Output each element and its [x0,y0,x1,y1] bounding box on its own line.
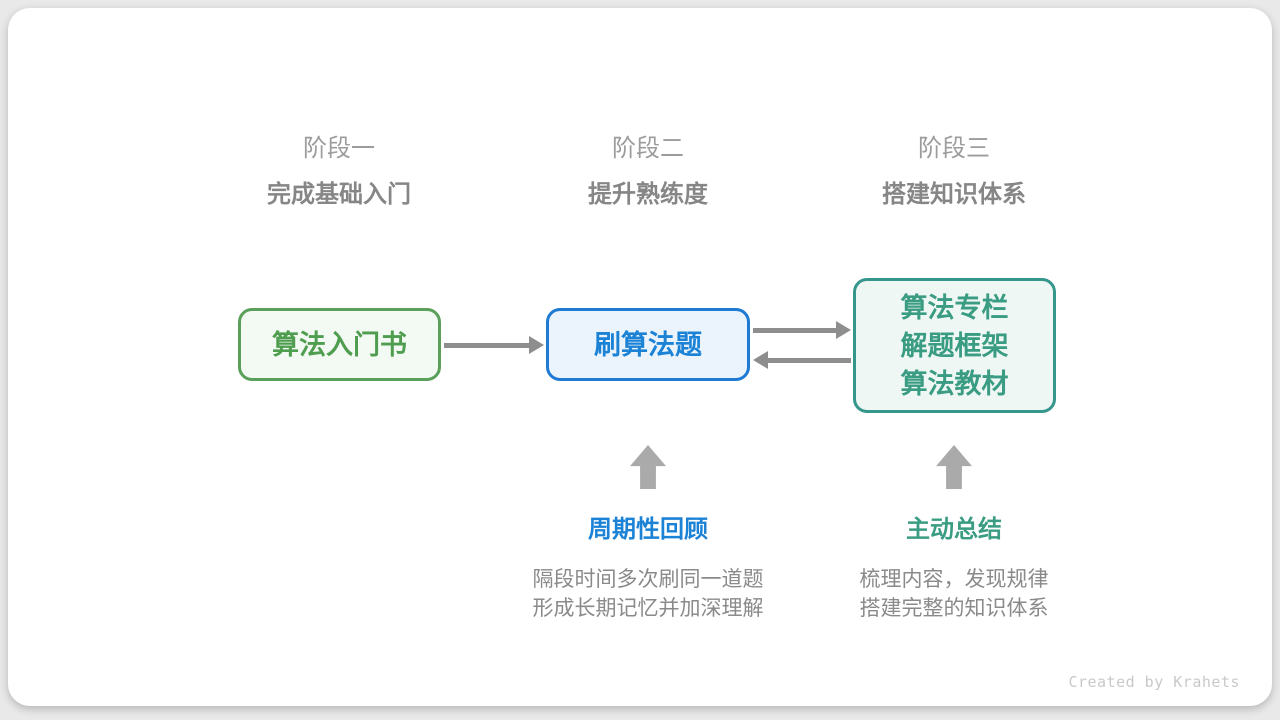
node-practice-problems: 刷算法题 [546,308,750,381]
arrow-shaft [753,327,836,333]
node-knowledge-resources: 算法专栏 解题框架 算法教材 [853,278,1056,413]
arrow-right-icon [753,321,851,339]
node-label: 解题框架 [900,330,1009,361]
stage-header-1: 阶段一 完成基础入门 [189,134,489,210]
stage-subtitle: 完成基础入门 [267,181,411,208]
stage-subtitle: 提升熟练度 [588,181,708,208]
stage-header-3: 阶段三 搭建知识体系 [804,134,1104,210]
arrow-head [753,351,768,369]
stage-subtitle: 搭建知识体系 [882,181,1026,208]
node-intro-book: 算法入门书 [238,308,441,381]
node-label: 算法教材 [900,368,1009,399]
annotation-desc-line: 搭建完整的知识体系 [859,597,1049,620]
stage-label: 阶段二 [612,135,684,162]
annotation-desc-line: 梳理内容，发现规律 [859,568,1049,591]
arrow-right-icon [444,336,544,354]
annotation-title: 主动总结 [906,516,1002,543]
stage-label: 阶段三 [918,135,990,162]
up-arrow-icon [630,445,666,489]
annotation-periodic-review: 周期性回顾 隔段时间多次刷同一道题 形成长期记忆并加深理解 [498,516,798,623]
arrow-left-icon [753,351,851,369]
annotation-active-summary: 主动总结 梳理内容，发现规律 搭建完整的知识体系 [804,516,1104,623]
diagram-card: 阶段一 完成基础入门 阶段二 提升熟练度 阶段三 搭建知识体系 算法入门书 刷算… [8,8,1272,706]
arrow-head [529,336,544,354]
up-arrow-icon [936,445,972,489]
annotation-description: 梳理内容，发现规律 搭建完整的知识体系 [860,565,1049,623]
arrow-head [836,321,851,339]
credit-text: Created by Krahets [1068,673,1240,691]
annotation-desc-line: 隔段时间多次刷同一道题 [532,568,764,591]
node-label: 算法入门书 [272,329,407,360]
arrow-shaft [444,342,529,348]
annotation-description: 隔段时间多次刷同一道题 形成长期记忆并加深理解 [533,565,764,623]
stage-label: 阶段一 [303,135,375,162]
node-label: 算法专栏 [900,292,1009,323]
arrow-shaft [768,357,851,363]
annotation-title: 周期性回顾 [588,516,708,543]
stage-header-2: 阶段二 提升熟练度 [498,134,798,210]
node-label: 刷算法题 [594,329,702,360]
annotation-desc-line: 形成长期记忆并加深理解 [532,597,764,620]
